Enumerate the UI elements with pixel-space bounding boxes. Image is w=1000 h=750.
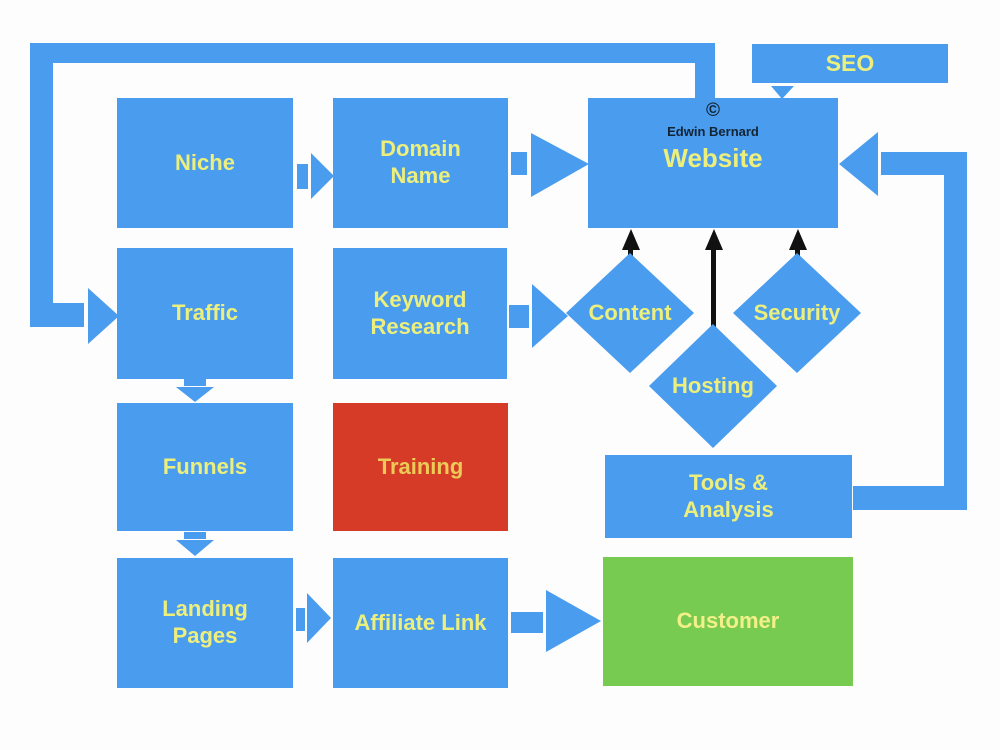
arrow-traffic-funnels-head [176, 387, 214, 402]
loop-right-vertical-bar [944, 152, 967, 510]
arrow-keyword-content-head [532, 284, 568, 348]
training-label: Training [377, 453, 464, 479]
arrow-funnels-landing-shaft [184, 532, 206, 539]
website-content: © Edwin Bernard Website [588, 96, 838, 231]
node-affiliate-link: Affiliate Link [333, 558, 508, 688]
arrow-hosting-website-shaft [711, 247, 716, 329]
arrow-security-website-shaft [795, 247, 800, 257]
keyword-research-label: Keyword Research [370, 286, 470, 339]
traffic-label: Traffic [171, 300, 239, 326]
arrow-hosting-website-head [705, 229, 723, 250]
loop-top-bar [30, 43, 715, 63]
loop-website-drop-bar [695, 60, 715, 100]
node-landing-pages: Landing Pages [117, 558, 293, 688]
loop-left-bar [30, 43, 53, 327]
node-domain-name: Domain Name [333, 98, 508, 228]
arrow-landing-affiliate-shaft [296, 608, 305, 631]
node-tools-analysis: Tools & Analysis [605, 455, 852, 538]
arrow-keyword-content-shaft [509, 305, 529, 328]
domain-name-label: Domain Name [380, 136, 461, 188]
arrow-content-website-head [622, 229, 640, 250]
node-keyword-research: Keyword Research [333, 248, 507, 379]
arrow-landing-affiliate-head [307, 593, 331, 643]
arrow-niche-domain-shaft [297, 164, 308, 189]
arrow-affiliate-customer-head [546, 590, 601, 652]
node-traffic: Traffic [117, 248, 293, 379]
arrow-niche-domain-head [311, 153, 334, 199]
tools-analysis-label: Tools & Analysis [683, 469, 774, 522]
node-website: © Edwin Bernard Website [588, 98, 838, 228]
customer-label: Customer [676, 608, 780, 634]
arrow-traffic-funnels-shaft [184, 379, 206, 386]
loop-traffic-stub [53, 303, 84, 327]
node-niche: Niche [117, 98, 293, 228]
niche-label: Niche [175, 149, 235, 175]
node-customer: Customer [603, 557, 853, 686]
loop-traffic-arrowhead [88, 288, 119, 344]
arrow-domain-website-head [531, 133, 589, 197]
loop-website-arrowhead [839, 132, 878, 196]
arrow-content-website-shaft [628, 247, 633, 257]
copyright-icon: © [706, 99, 720, 121]
hosting-label: Hosting [672, 372, 754, 398]
seo-label: SEO [825, 50, 875, 77]
funnels-label: Funnels [162, 453, 248, 479]
arrow-security-website-head [789, 229, 807, 250]
arrow-affiliate-customer-shaft [511, 612, 543, 633]
website-author: Edwin Bernard [667, 124, 759, 140]
arrow-funnels-landing-head [176, 540, 214, 556]
content-label: Content [588, 299, 672, 325]
affiliate-link-label: Affiliate Link [354, 609, 487, 635]
security-label: Security [753, 299, 841, 325]
node-training: Training [333, 403, 508, 531]
node-funnels: Funnels [117, 403, 293, 531]
loop-right-top-bar [881, 152, 967, 175]
website-label: Website [663, 142, 763, 173]
arrow-domain-website-shaft [511, 152, 527, 175]
node-seo: SEO [752, 44, 948, 83]
landing-pages-label: Landing Pages [162, 596, 248, 648]
arrow-seo-website-head [771, 86, 794, 99]
